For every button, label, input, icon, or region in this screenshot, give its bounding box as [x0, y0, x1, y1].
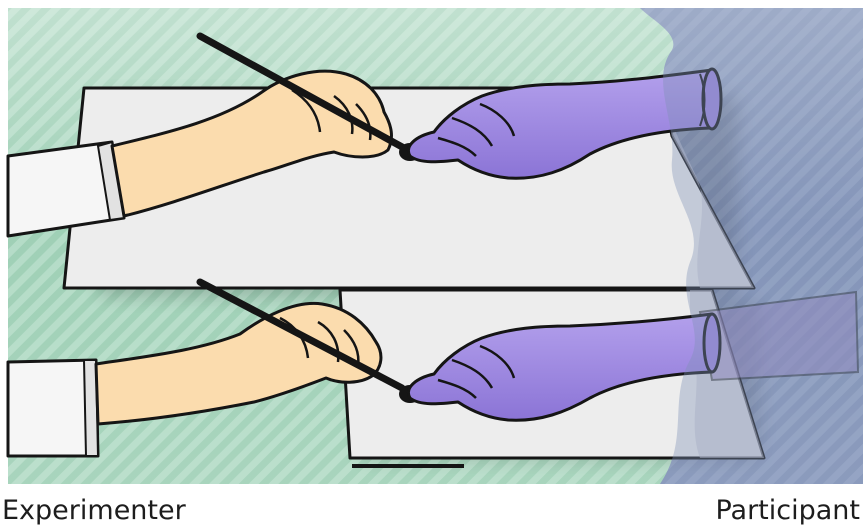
participant-label: Participant: [715, 494, 860, 528]
experimenter-label: Experimenter: [2, 494, 186, 528]
